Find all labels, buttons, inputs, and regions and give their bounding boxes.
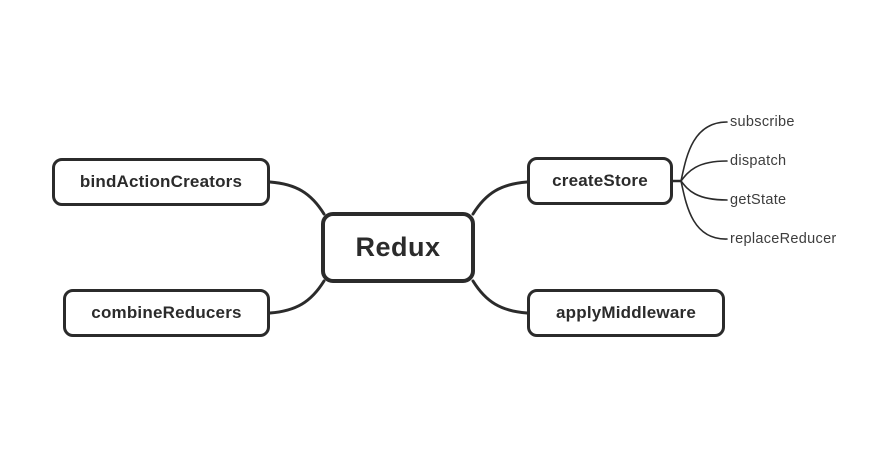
node-apply-middleware[interactable]: applyMiddleware xyxy=(527,289,725,337)
node-combine-reducers[interactable]: combineReducers xyxy=(63,289,270,337)
node-label: applyMiddleware xyxy=(556,303,696,322)
leaf-label-replace-reducer[interactable]: replaceReducer xyxy=(730,231,837,247)
branch-connector-create-store xyxy=(471,180,529,216)
leaf-connector-replace-reducer xyxy=(680,180,728,240)
branch-connector-combine-reducers xyxy=(268,279,326,315)
leaf-connector-get-state xyxy=(680,180,728,201)
node-label: Redux xyxy=(355,232,441,262)
leaf-connector-dispatch xyxy=(680,160,728,182)
leaf-label-subscribe[interactable]: subscribe xyxy=(730,114,795,130)
node-label: combineReducers xyxy=(91,303,242,322)
node-bind-action-creators[interactable]: bindActionCreators xyxy=(52,158,270,206)
node-redux[interactable]: Redux xyxy=(321,212,475,283)
leaf-connector-subscribe xyxy=(680,121,728,182)
leaf-label-get-state[interactable]: getState xyxy=(730,192,787,208)
leaf-label-dispatch[interactable]: dispatch xyxy=(730,153,787,169)
node-create-store[interactable]: createStore xyxy=(527,157,673,205)
branch-connector-apply-middleware xyxy=(471,279,529,315)
node-label: createStore xyxy=(552,171,648,190)
node-label: bindActionCreators xyxy=(79,172,243,191)
branch-connector-bind-action-creators xyxy=(268,180,326,216)
